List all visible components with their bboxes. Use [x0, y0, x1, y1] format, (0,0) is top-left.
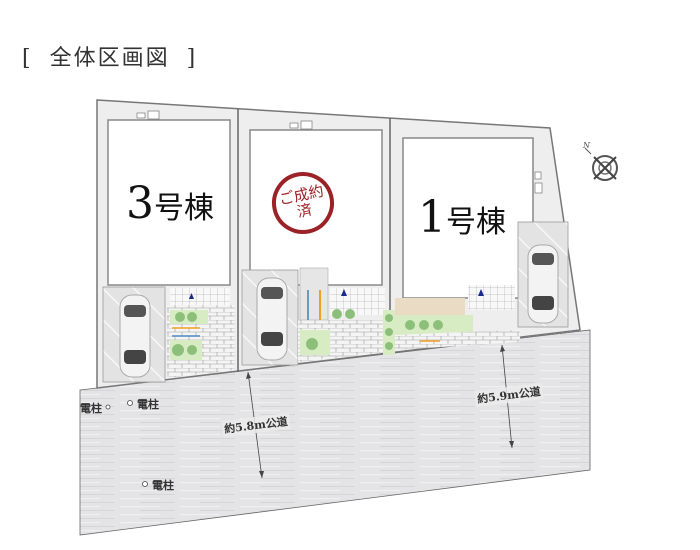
- title-text: 全体区画図: [49, 46, 170, 71]
- compass-icon: [584, 147, 618, 181]
- building-lot-2: [249, 129, 383, 286]
- north-label: N: [582, 141, 591, 150]
- page-title: [ 全体区画図 ]: [14, 40, 205, 72]
- utility-pole-label: 電柱: [137, 398, 159, 411]
- car-lot-3: [119, 294, 151, 378]
- entrance-marker-lot-1: [478, 289, 484, 296]
- entrance-marker-lot-3: [189, 293, 194, 299]
- pole-icon: [105, 404, 111, 410]
- public-road: [79, 329, 591, 536]
- building-lot-3: [107, 119, 231, 286]
- entrance-marker-lot-2: [341, 289, 347, 296]
- title-open-bracket: [: [22, 46, 33, 71]
- utility-pole-label: 電柱: [152, 479, 174, 492]
- utility-pole-label: 電柱: [80, 402, 102, 415]
- car-lot-2: [256, 277, 288, 361]
- title-close-bracket: ]: [186, 46, 198, 71]
- car-lot-1: [527, 244, 559, 324]
- lot-1-label: 1号棟: [418, 192, 506, 243]
- building-lot-1: [402, 137, 534, 299]
- lot-3-label: 3号棟: [126, 178, 214, 229]
- pole-icon: [127, 400, 133, 406]
- pole-icon: [142, 481, 148, 487]
